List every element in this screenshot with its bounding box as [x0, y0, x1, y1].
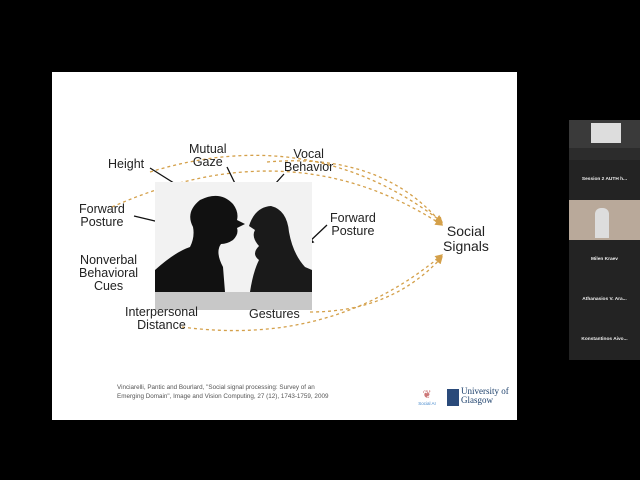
- label-mutual-gaze: Mutual Gaze: [189, 142, 227, 169]
- participant-name: Session 2 AUTH h...: [581, 177, 628, 182]
- couple-arguing-photo: [155, 182, 312, 310]
- label-social-signals: Social Signals: [443, 223, 489, 254]
- label-vocal-behavior: Vocal Behavior: [284, 147, 334, 174]
- participant-name: Konstantinos Aivo...: [581, 337, 628, 342]
- social-ai-text: Social AI: [418, 401, 436, 406]
- label-height: Height: [108, 157, 145, 171]
- participant-tile[interactable]: Konstantinos Aivo...: [569, 320, 640, 360]
- glasgow-crest-icon: [447, 389, 459, 406]
- label-forward-posture-right: Forward Posture: [330, 211, 376, 238]
- participant-video-tile[interactable]: [569, 200, 640, 240]
- presentation-slide: Height Mutual Gaze Vocal Behavior Forwar…: [52, 72, 517, 420]
- participants-panel: Session 2 AUTH h... Milen Kraev Athanasi…: [569, 120, 640, 360]
- label-nonverbal-cues: Nonverbal Behavioral Cues: [79, 253, 139, 293]
- label-interpersonal-distance: Interpersonal Distance: [125, 305, 198, 332]
- citation-line: Emerging Domain", Image and Vision Compu…: [117, 393, 329, 400]
- social-ai-logo: ❦ Social AI: [416, 388, 438, 406]
- label-gestures: Gestures: [249, 307, 300, 321]
- participant-tile[interactable]: Athanasios V. Ara...: [569, 280, 640, 320]
- citation-line: Vinciarelli, Pantic and Bourlard, "Socia…: [117, 384, 315, 391]
- participant-tile[interactable]: Session 2 AUTH h...: [569, 160, 640, 200]
- participant-name: Milen Kraev: [591, 257, 618, 262]
- participant-video-tile[interactable]: [569, 120, 640, 160]
- glasgow-logo: University of Glasgow: [461, 386, 509, 405]
- participant-tile[interactable]: Milen Kraev: [569, 240, 640, 280]
- label-forward-posture-left: Forward Posture: [79, 202, 125, 229]
- participant-name: Athanasios V. Ara...: [582, 297, 627, 302]
- citation: Vinciarelli, Pantic and Bourlard, "Socia…: [117, 383, 328, 401]
